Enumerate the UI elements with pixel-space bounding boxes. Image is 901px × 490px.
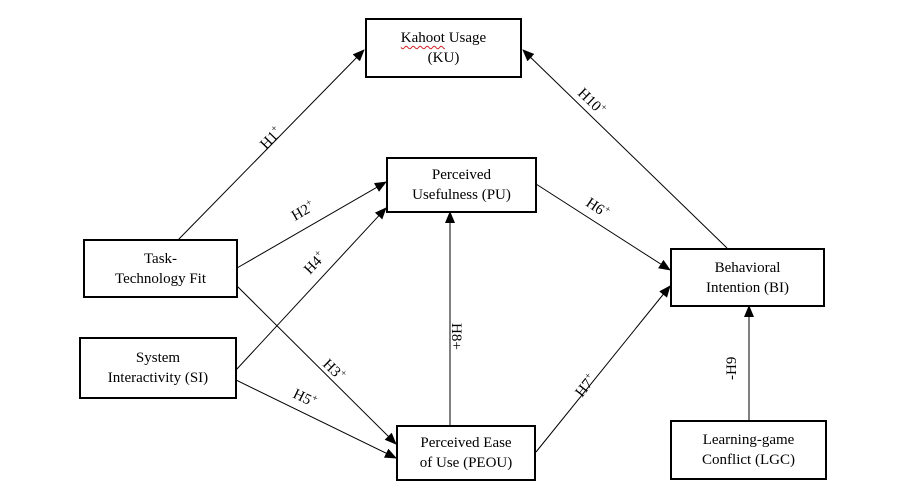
node-perceived-usefulness: Perceived Usefulness (PU) — [386, 157, 537, 213]
node-task-technology-fit: Task- Technology Fit — [83, 239, 238, 298]
arrow-h4 — [235, 207, 387, 371]
node-system-interactivity: System Interactivity (SI) — [79, 337, 237, 399]
label-h8: H8+ — [448, 323, 464, 350]
node-task-technology-fit-line1: Task- — [143, 250, 178, 267]
label-h6: H6+ — [583, 193, 613, 222]
label-h5: H5+ — [290, 384, 320, 411]
label-h3: H3+ — [319, 355, 349, 385]
label-h10: H10+ — [574, 84, 609, 119]
arrow-h1 — [177, 49, 365, 241]
arrow-h6 — [535, 183, 671, 271]
arrow-h2 — [236, 181, 387, 269]
node-perceived-usefulness-line1: Perceived — [431, 167, 492, 183]
node-task-technology-fit-line2: Technology Fit — [114, 270, 207, 287]
label-h2: H2+ — [288, 197, 318, 225]
node-perceived-usefulness-line2: Usefulness (PU) — [412, 187, 511, 203]
arrow-h3 — [236, 285, 397, 445]
arrow-h10 — [522, 49, 728, 249]
node-behavioral-intention: Behavioral Intention (BI) — [670, 248, 825, 307]
node-behavioral-intention-line2: Intention (BI) — [706, 279, 789, 296]
node-kahoot-usage: Kahoot Usage (KU) — [365, 18, 522, 78]
label-h1: H1+ — [256, 123, 286, 153]
node-kahoot-usage-line2: (KU) — [427, 50, 460, 66]
arrow-h7 — [535, 285, 671, 453]
node-perceived-ease-of-use-line2: of Use (PEOU) — [419, 455, 513, 471]
node-perceived-ease-of-use: Perceived Ease of Use (PEOU) — [396, 425, 536, 481]
node-learning-game-conflict-line2: Conflict (LGC) — [702, 452, 795, 468]
arrow-h5 — [235, 379, 397, 459]
label-h9: -H9 — [724, 357, 740, 380]
node-perceived-ease-of-use-line1: Perceived Ease — [420, 435, 512, 451]
node-kahoot-usage-line1: Kahoot Usage — [400, 30, 487, 46]
node-system-interactivity-line1: System — [135, 350, 181, 366]
node-system-interactivity-line2: Interactivity (SI) — [107, 370, 209, 386]
node-learning-game-conflict: Learning-game Conflict (LGC) — [670, 420, 827, 480]
node-learning-game-conflict-line1: Learning-game — [702, 432, 795, 448]
label-h7: H7+ — [571, 370, 600, 400]
node-behavioral-intention-line1: Behavioral — [714, 259, 781, 276]
